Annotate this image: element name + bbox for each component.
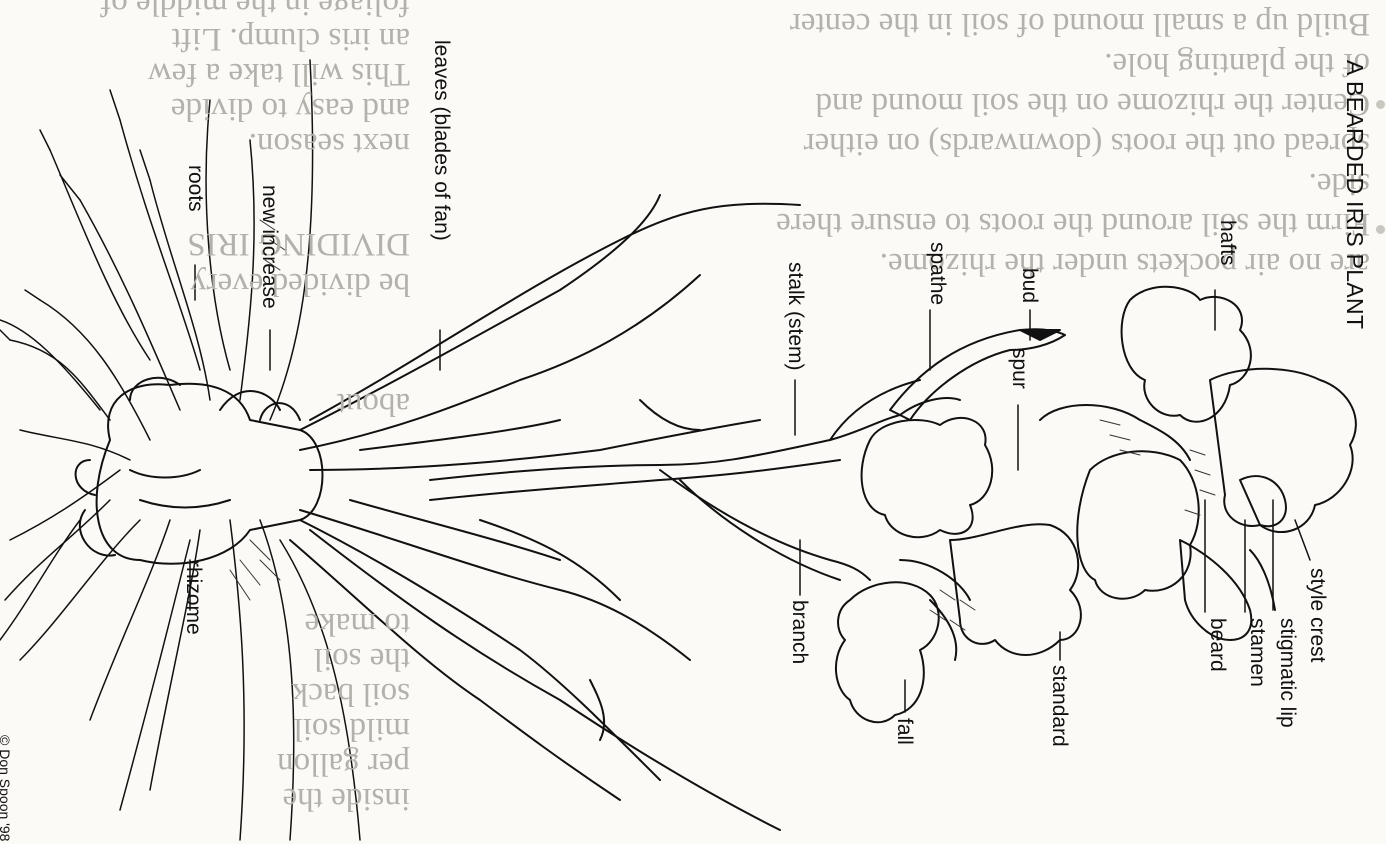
label-roots: roots [184,165,206,212]
label-style-crest: style crest [1306,568,1328,663]
bleed-through-line: and easy to divide [171,92,410,125]
bleed-through-line: soil back [292,677,410,710]
bleed-through-line: to make [305,607,410,640]
bleed-through-line: next season. [249,127,410,160]
label-bud: bud [1018,268,1040,303]
bleed-through-line: DIVIDING IRIS [187,227,410,260]
lower-flower-drawing [836,418,1081,722]
label-hafts: hafts [1216,220,1238,266]
label-stamen: stamen [1246,618,1268,687]
bleed-through-line: This will take a few [148,57,410,90]
bleed-through-line: inside the [283,782,410,815]
bleed-through-line: Firm the soil around the roots to ensure… [776,207,1370,240]
bleed-through-line: of the planting hole. [1104,47,1370,80]
bleed-through-line: be divided every [190,267,410,300]
label-stalk: stalk (stem) [784,262,806,371]
bleed-through-line: the soil [314,642,410,675]
label-stigmatic-lip: stigmatic lip [1276,618,1298,728]
label-beard: beard [1206,618,1228,672]
label-new-increase: new increase [258,185,280,309]
bleed-through-line: Build up a small mound of soil in the ce… [790,7,1370,40]
bleed-through-line: are no air pockets under the rhizome. [880,247,1370,280]
label-leaves: leaves (blades of fan) [430,40,452,241]
figure-title: A BEARDED IRIS PLANT [1344,60,1366,329]
bullet-icon [1376,225,1385,234]
label-fall: fall [893,718,915,745]
label-standard: standard [1048,665,1070,747]
bleed-through-line: an iris clump. Lift [172,22,410,55]
label-rhizome: rhizome [182,560,204,635]
bleed-through-line: about [337,387,410,420]
stalk-drawing [430,380,920,580]
bud-drawing [890,329,1065,420]
bleed-through-line: Center the rhizome on the soil mound and [816,87,1370,120]
bleed-through-line: per gallon [277,747,410,780]
label-spur: spur [1008,348,1030,389]
label-spathe: spathe [926,242,948,305]
bleed-through-line: mild soil [294,712,410,745]
label-branch: branch [788,600,810,664]
figure-credit: © Don Spoon '98 [0,735,16,841]
bullet-icon [1376,100,1385,109]
bleed-through-line: foliage in the middle of [100,0,410,20]
bleed-through-line: spread out the roots (downwards) on eith… [804,127,1370,160]
